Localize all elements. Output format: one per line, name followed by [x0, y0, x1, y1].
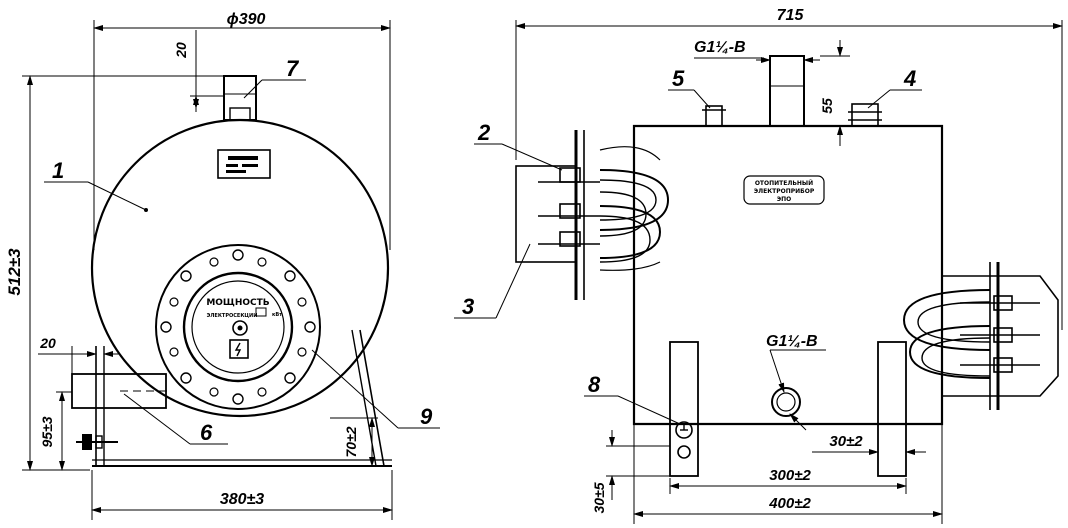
- callout-1: 1: [52, 158, 64, 183]
- right-leg: [877, 341, 907, 477]
- dim-30-5: 30±5: [591, 482, 607, 513]
- flange-outer: [155, 244, 321, 410]
- dim-300: 300±2: [769, 467, 811, 484]
- body-label-line3: ЭПО: [777, 196, 792, 203]
- flange-inner: [182, 271, 294, 383]
- dim-leg-height: 70±2: [343, 426, 359, 457]
- left-heater-assembly: [515, 130, 670, 300]
- right-heater-assembly: [902, 262, 1059, 410]
- left-leg: [669, 341, 699, 477]
- dim-top-pipe: 20: [173, 42, 189, 59]
- body-label-plate: [743, 175, 825, 205]
- dim-width: 380±3: [220, 491, 264, 508]
- dim-height: 512±3: [5, 248, 24, 296]
- drum-outline: [90, 118, 390, 418]
- plate-section-label: ЭЛЕКТРОСЕКЦИИ: [207, 313, 258, 319]
- callout-2: 2: [477, 120, 491, 145]
- front-view: ОТОПИТЕЛЬНЫЙ ЭЛЕКТРОПРИБОР ЭПО: [454, 7, 1063, 524]
- dim-pipe-height: 95±3: [39, 416, 55, 447]
- dim-400: 400±2: [768, 495, 811, 512]
- side-view: МОЩНОСТЬ ЭЛЕКТРОСЕКЦИИ кВт ϕ390: [5, 11, 440, 520]
- indicator-lamp: [232, 320, 248, 336]
- callout-3: 3: [462, 294, 474, 319]
- callout-4: 4: [903, 66, 916, 91]
- dim-left-pipe: 20: [39, 335, 56, 351]
- thread-top: G1¼-B: [694, 39, 746, 56]
- thread-bottom: G1¼-B: [766, 333, 818, 350]
- callout-7: 7: [286, 56, 300, 81]
- warning-sign: [229, 339, 249, 359]
- callout-9: 9: [420, 404, 433, 429]
- dim-30: 30±2: [829, 433, 863, 450]
- plate-unit-label: кВт: [272, 312, 282, 318]
- plate-power-label: МОЩНОСТЬ: [206, 298, 269, 308]
- body-outline: [632, 124, 944, 426]
- callout-8: 8: [588, 372, 601, 397]
- dim-55: 55: [819, 98, 835, 114]
- front-top-pipe: [769, 55, 805, 127]
- dim-diameter: ϕ390: [227, 11, 266, 28]
- ground-bolt: [76, 434, 118, 450]
- callout-5: 5: [672, 66, 685, 91]
- top-pipe: [223, 75, 257, 121]
- body-label-line2: ЭЛЕКТРОПРИБОР: [754, 188, 815, 195]
- bottom-outlet: [771, 387, 801, 417]
- body-label-line1: ОТОПИТЕЛЬНЫЙ: [755, 179, 813, 187]
- callout-6: 6: [200, 420, 213, 445]
- flange-bolts: [160, 249, 316, 405]
- dim-length: 715: [777, 7, 805, 24]
- nameplate: [217, 149, 271, 179]
